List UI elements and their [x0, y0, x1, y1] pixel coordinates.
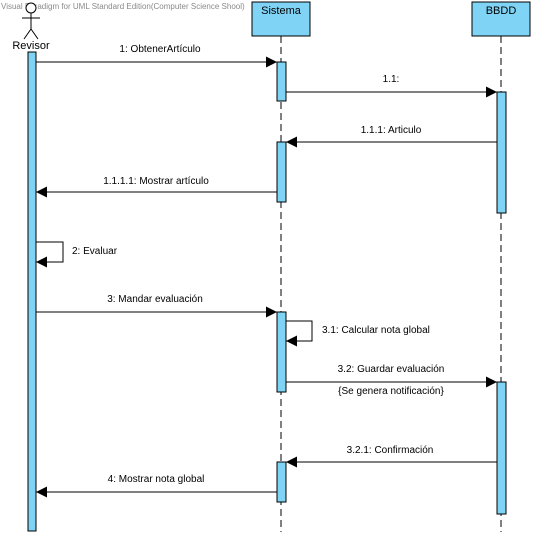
message-label: 3: Mandar evaluación — [107, 294, 203, 305]
message-3[interactable]: 3: Mandar evaluación — [36, 294, 277, 318]
message-note: {Se genera notificación} — [338, 386, 444, 397]
activation-bar-sistema — [276, 461, 287, 503]
message-arrow — [286, 320, 313, 347]
message-1-1[interactable]: 1.1: — [286, 74, 497, 98]
activation-bar-sistema — [276, 61, 287, 102]
message-label: 3.2.1: Confirmación — [347, 445, 434, 456]
message-1-1-1[interactable]: 1.1.1: Articulo — [286, 125, 497, 148]
participant-name: BBDD — [486, 5, 517, 17]
message-label: 2: Evaluar — [72, 246, 118, 257]
message-label: 1: ObtenerArtículo — [119, 44, 201, 55]
message-label: 1.1: — [383, 74, 400, 85]
activation-bar-bbdd — [496, 91, 507, 214]
message-3-1[interactable]: 3.1: Calcular nota global — [286, 320, 430, 347]
activation-bar-revisor — [27, 51, 37, 532]
message-label: 1.1.1: Articulo — [361, 125, 422, 136]
message-3-2[interactable]: 3.2: Guardar evaluación {Se genera notif… — [286, 364, 497, 397]
actor-revisor[interactable]: Revisor — [12, 2, 50, 52]
stick-figure-actor-icon — [22, 2, 40, 40]
activation-bar-sistema — [276, 311, 287, 393]
message-label: 3.2: Guardar evaluación — [338, 364, 445, 375]
activation-bar-bbdd — [496, 381, 507, 515]
message-2[interactable]: 2: Evaluar — [36, 241, 118, 268]
message-3-2-1[interactable]: 3.2.1: Confirmación — [286, 445, 497, 468]
actor-name: Revisor — [12, 40, 50, 52]
participant-box — [471, 1, 531, 37]
message-arrow — [36, 241, 64, 268]
message-label: 1.1.1.1: Mostrar artículo — [103, 176, 209, 187]
message-1-1-1-1[interactable]: 1.1.1.1: Mostrar artículo — [36, 176, 277, 198]
participant-sistema[interactable]: Sistema — [251, 1, 311, 37]
message-label: 3.1: Calcular nota global — [322, 325, 430, 336]
message-4[interactable]: 4: Mostrar nota global — [36, 474, 277, 498]
watermark-text: Visual Paradigm for UML Standard Edition… — [1, 2, 245, 11]
activation-bar-sistema — [276, 141, 287, 203]
participant-name: Sistema — [261, 5, 302, 17]
message-label: 4: Mostrar nota global — [108, 474, 205, 485]
message-1[interactable]: 1: ObtenerArtículo — [36, 44, 277, 68]
participant-bbdd[interactable]: BBDD — [471, 1, 531, 37]
